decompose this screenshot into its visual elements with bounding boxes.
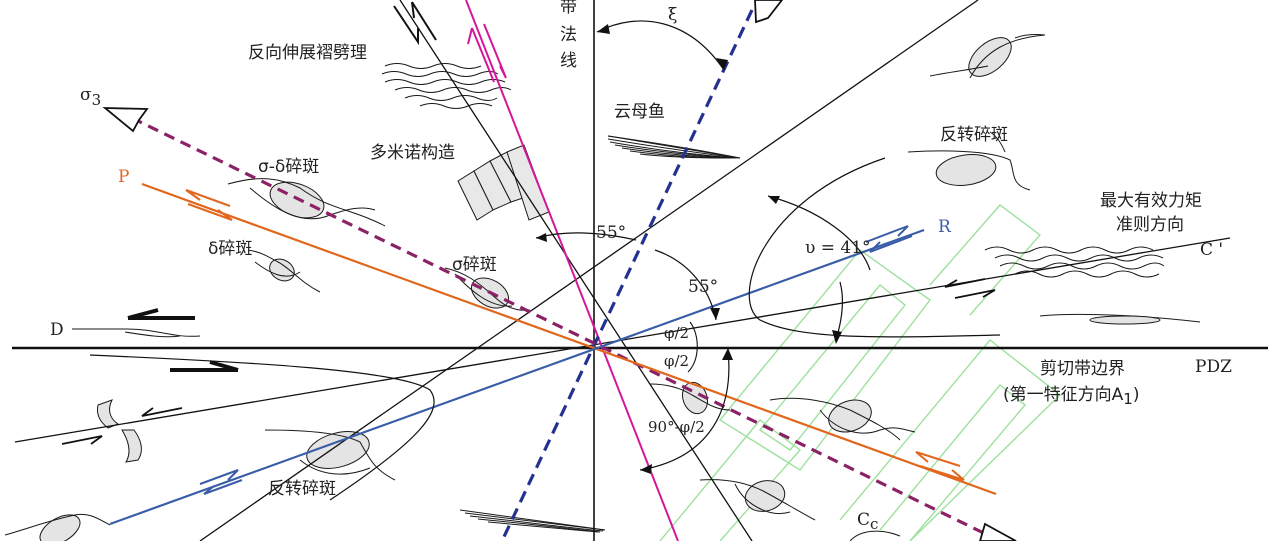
cc-clast — [849, 530, 901, 541]
d-marker — [72, 328, 201, 338]
label-angle-55-b: 55° — [688, 277, 718, 297]
xi-arrowhead — [754, 0, 784, 24]
line-black-upper-left — [399, 0, 753, 541]
curve-left — [89, 354, 435, 501]
curve-right — [748, 157, 1001, 338]
label-ninety-minus: 90°-φ/2 — [648, 418, 705, 436]
label-p: P — [118, 167, 129, 187]
line-pink — [465, 0, 679, 541]
label-mica-fish: 云母鱼 — [614, 102, 665, 122]
label-max-moment-1: 最大有效力矩 — [1100, 191, 1202, 211]
lower-clasts — [649, 381, 916, 521]
label-reverse-clast-bottom: 反转碎斑 — [268, 479, 336, 499]
label-shear-boundary: 剪切带边界 — [1040, 359, 1125, 379]
sigma3-arrowhead-bottom — [979, 522, 1017, 541]
bold-arrow-bottom — [170, 360, 239, 372]
xi-arc — [596, 20, 725, 71]
line-xi-dashed — [500, 9, 754, 541]
label-domino: 多米诺构造 — [370, 143, 455, 163]
labels: 带 法 线 ξ 反向伸展褶劈理 云母鱼 多米诺构造 反转碎斑 最大有效力矩 准则… — [50, 0, 1232, 533]
label-shear-normal-1: 带 — [560, 0, 577, 17]
label-first-eigen: (第一特征方向A1) — [1003, 385, 1139, 408]
c-prime-waves — [984, 246, 1165, 278]
flat-lens — [1039, 313, 1201, 325]
label-sigma3: σ3 — [80, 85, 101, 109]
line-p-orange — [141, 182, 997, 496]
label-phi-half-b: φ/2 — [664, 352, 689, 370]
sigma3-arrowhead — [102, 107, 149, 133]
arc-90-phi — [639, 349, 730, 471]
label-angle-55-a: 55° — [596, 223, 626, 243]
mica-fish-bottom — [459, 509, 606, 533]
label-pdz: PDZ — [1195, 357, 1232, 377]
label-xi: ξ — [668, 5, 677, 25]
reverse-clast-bottom — [264, 429, 396, 481]
label-max-moment-2: 准则方向 — [1116, 215, 1184, 235]
label-shear-normal-3: 线 — [560, 51, 577, 71]
label-nu: υ = 41° — [805, 238, 871, 258]
bottom-left-clast — [4, 513, 111, 541]
bold-arrow-top — [127, 308, 195, 320]
sigma-delta-clast — [227, 178, 386, 227]
fabric-elements — [4, 33, 1201, 541]
label-cc: Cc — [857, 510, 878, 533]
label-delta-clast: δ碎斑 — [208, 239, 252, 259]
reverse-crenulation-cleavage — [381, 63, 512, 109]
label-reverse-crenulation: 反向伸展褶劈理 — [248, 43, 367, 63]
shear-pods-left — [97, 399, 142, 463]
line-black-upper-right — [199, 0, 979, 541]
label-c-prime: C ' — [1200, 240, 1223, 260]
delta-clast — [247, 249, 321, 293]
line-r-blue — [109, 228, 925, 526]
arc-phi — [687, 321, 698, 373]
reverse-clast-right — [907, 131, 1031, 191]
label-d: D — [50, 320, 64, 340]
label-reverse-clast-top: 反转碎斑 — [940, 125, 1008, 145]
arrows — [61, 0, 1017, 541]
label-sigma-clast: σ碎斑 — [452, 255, 497, 275]
label-r: R — [938, 217, 952, 237]
reverse-clast-top-right — [929, 33, 1046, 79]
label-phi-half-a: φ/2 — [664, 324, 689, 342]
line-sigma3-dashed — [131, 116, 1001, 541]
arc-nu — [767, 195, 871, 271]
label-sigma-delta: σ-δ碎斑 — [258, 157, 319, 177]
label-shear-normal-2: 法 — [560, 25, 577, 45]
mica-fish — [607, 135, 741, 159]
main-lines — [12, 0, 1268, 541]
